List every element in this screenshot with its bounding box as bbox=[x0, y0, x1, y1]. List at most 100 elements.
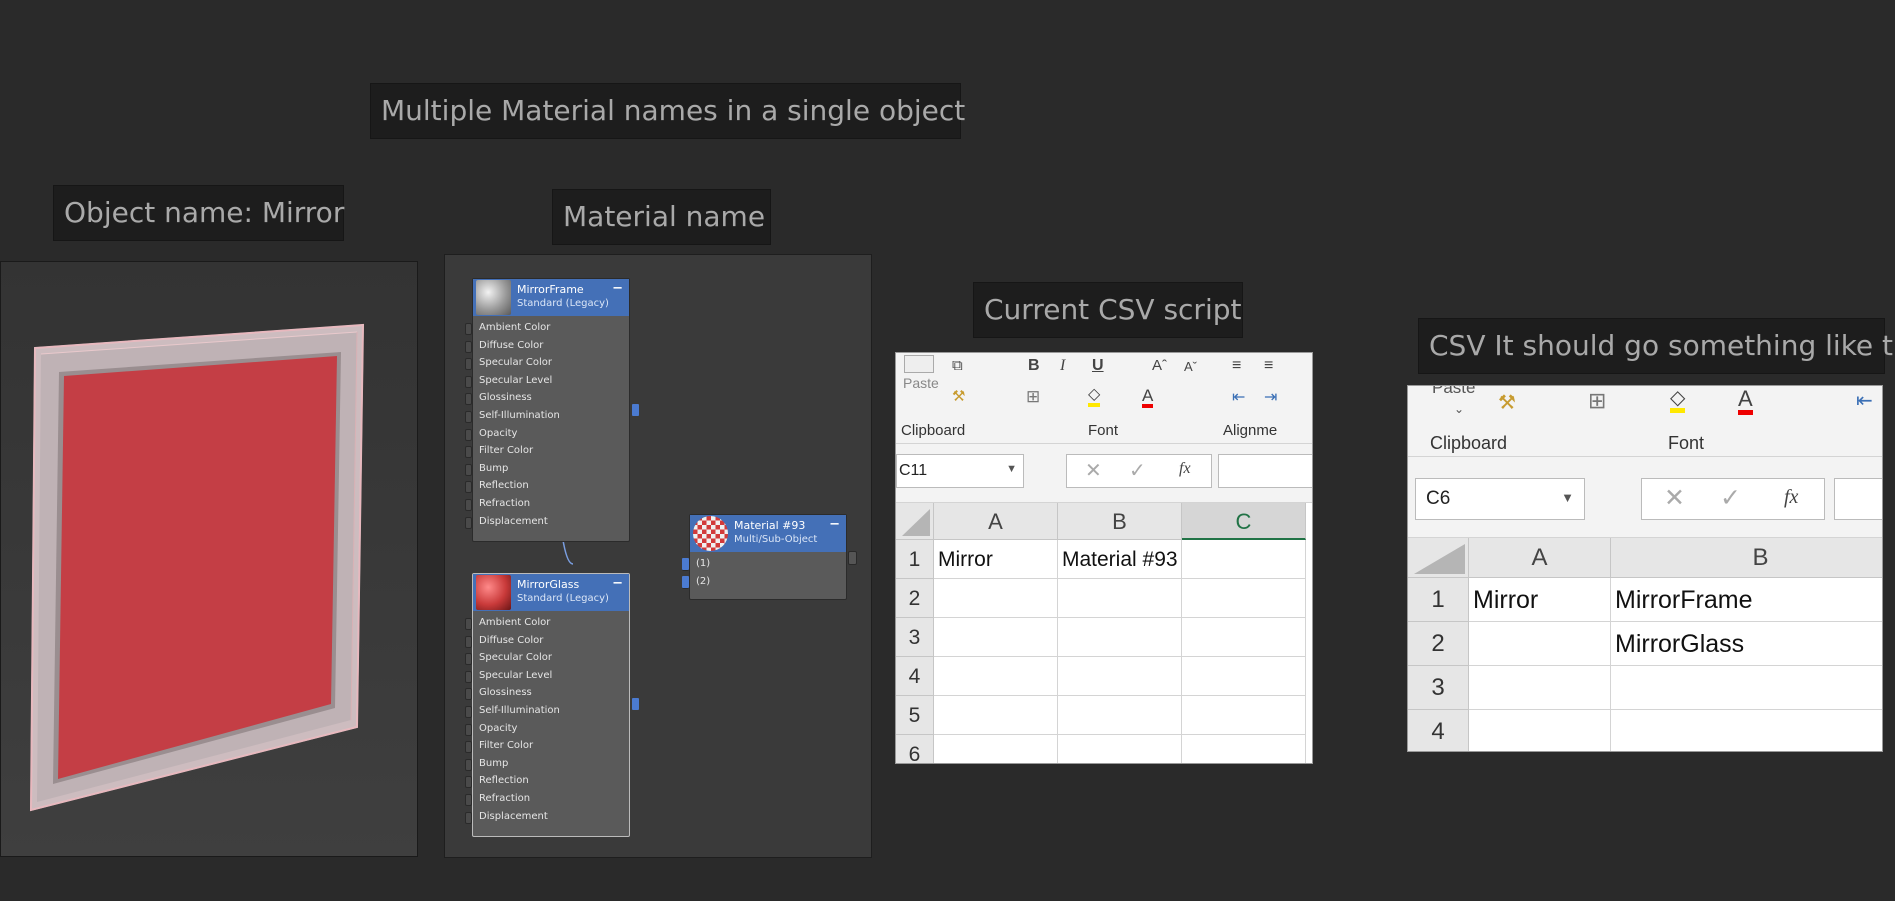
slot-filter-color[interactable]: Filter Color bbox=[465, 737, 629, 755]
copy-icon[interactable]: ⧉ bbox=[952, 357, 963, 374]
paste-label[interactable]: Paste bbox=[903, 375, 939, 391]
align-left-icon[interactable]: ≡ bbox=[1232, 357, 1242, 374]
cell-c3[interactable] bbox=[1182, 618, 1306, 657]
row-header-4[interactable]: 4 bbox=[1408, 710, 1469, 751]
mirror-object[interactable] bbox=[1, 262, 418, 857]
font-color-button[interactable]: A bbox=[1738, 388, 1753, 415]
borders-icon[interactable]: ⊞ bbox=[1588, 388, 1607, 413]
cell-c1[interactable] bbox=[1182, 540, 1306, 579]
borders-icon[interactable]: ⊞ bbox=[1026, 387, 1041, 406]
3d-viewport[interactable] bbox=[0, 261, 418, 857]
cell-b4[interactable] bbox=[1058, 657, 1182, 696]
slot-opacity[interactable]: Opacity bbox=[465, 720, 629, 738]
excel-target-csv[interactable]: Paste ⌄ ⚒ ⊞ ◇ A ⇤ Clipboard Font C6 ▼ ✕ … bbox=[1407, 385, 1883, 752]
slot-refraction[interactable]: Refraction bbox=[465, 495, 629, 513]
cell-b4[interactable] bbox=[1611, 710, 1882, 751]
enter-icon[interactable]: ✓ bbox=[1129, 460, 1146, 482]
slot-diffuse-color[interactable]: Diffuse Color bbox=[465, 632, 629, 650]
slot-specular-level[interactable]: Specular Level bbox=[465, 372, 629, 390]
cell-c4[interactable] bbox=[1182, 657, 1306, 696]
node-header[interactable]: MirrorFrame Standard (Legacy) − bbox=[473, 279, 629, 316]
slot-specular-color[interactable]: Specular Color bbox=[465, 649, 629, 667]
font-color-button[interactable]: A bbox=[1142, 387, 1154, 408]
slot-specular-level[interactable]: Specular Level bbox=[465, 667, 629, 685]
slot-self-illumination[interactable]: Self-Illumination bbox=[465, 407, 629, 425]
slot-reflection[interactable]: Reflection bbox=[465, 772, 629, 790]
cell-b3[interactable] bbox=[1058, 618, 1182, 657]
output-port-glass[interactable] bbox=[632, 698, 639, 710]
slot-ambient-color[interactable]: Ambient Color bbox=[465, 614, 629, 632]
paste-icon[interactable] bbox=[904, 355, 934, 373]
slot-ambient-color[interactable]: Ambient Color bbox=[465, 319, 629, 337]
column-header-c[interactable]: C bbox=[1182, 503, 1306, 540]
cancel-icon[interactable]: ✕ bbox=[1085, 460, 1102, 482]
row-header-3[interactable]: 3 bbox=[896, 618, 934, 657]
underline-button[interactable]: U bbox=[1092, 357, 1104, 374]
row-header-6[interactable]: 6 bbox=[896, 735, 934, 763]
enter-icon[interactable]: ✓ bbox=[1720, 484, 1741, 512]
excel-current-csv[interactable]: Paste ⧉ ⚒ B I U Aˆ Aˇ ⊞ ◇ A ≡ ≡ ⇤ ⇥ Clip… bbox=[895, 352, 1313, 764]
input-slot-2[interactable]: (2) bbox=[682, 573, 846, 591]
name-box[interactable]: C6 ▼ bbox=[1415, 478, 1585, 520]
chevron-down-icon[interactable]: ▼ bbox=[1006, 463, 1017, 475]
cancel-icon[interactable]: ✕ bbox=[1664, 484, 1685, 512]
node-header[interactable]: MirrorGlass Standard (Legacy) − bbox=[473, 574, 629, 611]
name-box[interactable]: C11 ▼ bbox=[896, 454, 1024, 488]
cell-a3[interactable] bbox=[1469, 666, 1611, 710]
fill-color-icon[interactable]: ◇ bbox=[1088, 387, 1101, 407]
cell-b1[interactable]: MirrorFrame bbox=[1611, 578, 1882, 622]
chevron-down-icon[interactable]: ▼ bbox=[1561, 490, 1574, 505]
node-mirror-glass[interactable]: MirrorGlass Standard (Legacy) − Ambient … bbox=[465, 573, 630, 837]
cell-b5[interactable] bbox=[1058, 696, 1182, 735]
format-painter-icon[interactable]: ⚒ bbox=[952, 388, 966, 405]
italic-button[interactable]: I bbox=[1060, 357, 1066, 374]
slot-diffuse-color[interactable]: Diffuse Color bbox=[465, 337, 629, 355]
slot-specular-color[interactable]: Specular Color bbox=[465, 354, 629, 372]
indent-icon[interactable]: ⇤ bbox=[1232, 389, 1246, 406]
cell-c5[interactable] bbox=[1182, 696, 1306, 735]
select-all-corner[interactable] bbox=[896, 503, 934, 540]
slot-displacement[interactable]: Displacement bbox=[465, 808, 629, 826]
row-header-5[interactable]: 5 bbox=[896, 696, 934, 735]
minimize-icon[interactable]: − bbox=[612, 281, 623, 296]
slot-self-illumination[interactable]: Self-Illumination bbox=[465, 702, 629, 720]
cell-a6[interactable] bbox=[934, 735, 1058, 763]
align-center-icon[interactable]: ≡ bbox=[1264, 357, 1274, 374]
indent-icon[interactable]: ⇤ bbox=[1856, 390, 1873, 412]
row-header-3[interactable]: 3 bbox=[1408, 666, 1469, 710]
insert-function-button[interactable]: fx bbox=[1784, 486, 1799, 508]
node-mirror-frame[interactable]: MirrorFrame Standard (Legacy) − Ambient … bbox=[465, 278, 630, 542]
cell-a4[interactable] bbox=[1469, 710, 1611, 751]
cell-a4[interactable] bbox=[934, 657, 1058, 696]
slot-opacity[interactable]: Opacity bbox=[465, 425, 629, 443]
paste-label[interactable]: Paste bbox=[1432, 385, 1476, 397]
slot-refraction[interactable]: Refraction bbox=[465, 790, 629, 808]
minimize-icon[interactable]: − bbox=[612, 576, 623, 591]
node-material-93[interactable]: Material #93 Multi/Sub-Object − (1) (2) bbox=[682, 514, 847, 600]
cell-a1[interactable]: Mirror bbox=[1469, 578, 1611, 622]
minimize-icon[interactable]: − bbox=[829, 517, 840, 532]
cell-a3[interactable] bbox=[934, 618, 1058, 657]
shrink-font-button[interactable]: Aˇ bbox=[1184, 359, 1197, 374]
slot-bump[interactable]: Bump bbox=[465, 460, 629, 478]
select-all-corner[interactable] bbox=[1408, 538, 1469, 578]
input-port-2[interactable] bbox=[682, 576, 689, 588]
slot-reflection[interactable]: Reflection bbox=[465, 477, 629, 495]
cell-a2[interactable] bbox=[1469, 622, 1611, 666]
input-slot-1[interactable]: (1) bbox=[682, 555, 846, 573]
column-header-a[interactable]: A bbox=[1469, 538, 1611, 578]
bold-button[interactable]: B bbox=[1028, 357, 1040, 374]
outdent-icon[interactable]: ⇥ bbox=[1264, 389, 1278, 406]
row-header-2[interactable]: 2 bbox=[1408, 622, 1469, 666]
row-header-2[interactable]: 2 bbox=[896, 579, 934, 618]
slot-glossiness[interactable]: Glossiness bbox=[465, 389, 629, 407]
cell-b2[interactable] bbox=[1058, 579, 1182, 618]
cell-c2[interactable] bbox=[1182, 579, 1306, 618]
output-port-multi[interactable] bbox=[848, 551, 857, 565]
cell-a2[interactable] bbox=[934, 579, 1058, 618]
formula-input[interactable] bbox=[1834, 478, 1882, 520]
row-header-1[interactable]: 1 bbox=[896, 540, 934, 579]
output-port-frame[interactable] bbox=[632, 404, 639, 416]
